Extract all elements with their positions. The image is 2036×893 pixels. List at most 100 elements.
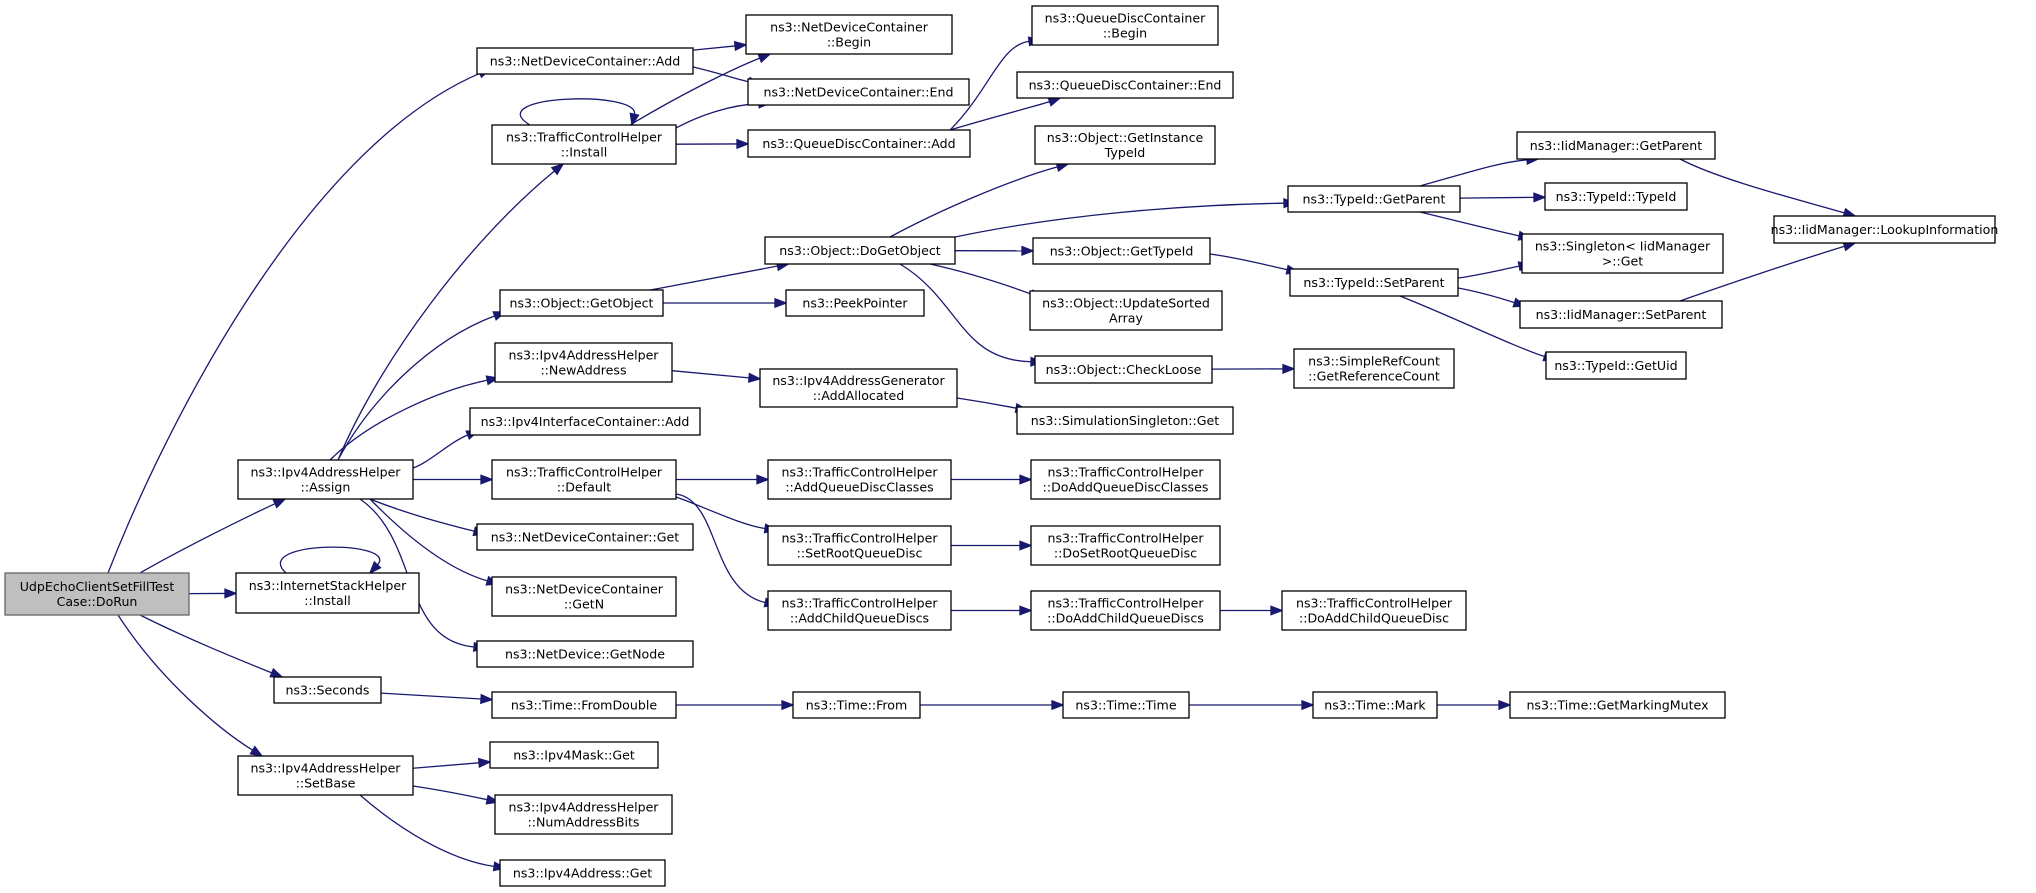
node-box	[785, 289, 925, 317]
node-obj-getobject[interactable]: ns3::Object::GetObject	[499, 289, 664, 317]
node-tch-doaddchildqds[interactable]: ns3::TrafficControlHelper::DoAddChildQue…	[1030, 590, 1221, 631]
node-label: ns3::Object::UpdateSorted	[1042, 296, 1210, 311]
node-seconds[interactable]: ns3::Seconds	[273, 676, 382, 704]
call-edge-ipv4ah_newaddress-to-ipv4ag_addallocated	[671, 370, 762, 383]
node-iid-lookup[interactable]: ns3::IidManager::LookupInformation	[1771, 215, 1999, 244]
node-label: ns3::TrafficControlHelper	[506, 130, 663, 145]
node-src-getrefcount[interactable]: ns3::SimpleRefCount::GetReferenceCount	[1293, 348, 1455, 389]
node-label: ns3::TypeId::SetParent	[1303, 275, 1444, 290]
node-label: ns3::TrafficControlHelper	[1296, 596, 1453, 611]
node-tch-install[interactable]: ns3::TrafficControlHelper::Install	[491, 124, 677, 165]
node-time-getmarkingmutex[interactable]: ns3::Time::GetMarkingMutex	[1509, 691, 1726, 719]
node-obj-dogetobject[interactable]: ns3::Object::DoGetObject	[764, 236, 956, 265]
node-qdc-add[interactable]: ns3::QueueDiscContainer::Add	[747, 129, 971, 158]
node-time-from[interactable]: ns3::Time::From	[792, 691, 921, 719]
node-label: ns3::NetDeviceContainer	[505, 582, 664, 597]
node-box	[1773, 215, 1996, 244]
node-ndc-add[interactable]: ns3::NetDeviceContainer::Add	[476, 47, 694, 75]
node-ndc-end[interactable]: ns3::NetDeviceContainer::End	[747, 78, 970, 106]
edge-line	[337, 170, 555, 461]
call-edge-root-to-seconds	[139, 614, 284, 678]
node-label: ns3::Object::DoGetObject	[779, 243, 940, 258]
node-tch-setrootqd[interactable]: ns3::TrafficControlHelper::SetRootQueueD…	[767, 525, 952, 566]
node-label: ns3::Singleton< IidManager	[1535, 239, 1711, 254]
edge-arrowhead	[1270, 605, 1284, 616]
node-label: ns3::NetDeviceContainer::End	[764, 85, 954, 100]
node-singleton-get[interactable]: ns3::Singleton< IidManager >::Get	[1521, 233, 1724, 274]
node-box	[237, 459, 414, 500]
edge-line	[899, 263, 1032, 363]
node-time-mark[interactable]: ns3::Time::Mark	[1312, 691, 1438, 719]
edge-arrowhead	[1019, 540, 1033, 551]
node-ndc-get[interactable]: ns3::NetDeviceContainer::Get	[476, 523, 694, 551]
node-peekpointer[interactable]: ns3::PeekPointer	[785, 289, 925, 317]
node-ipv4ah-setbase[interactable]: ns3::Ipv4AddressHelper::SetBase	[237, 755, 414, 796]
node-box	[499, 289, 664, 317]
node-tid-getuid[interactable]: ns3::TypeId::GetUid	[1545, 351, 1687, 380]
node-nd-getnode[interactable]: ns3::NetDevice::GetNode	[476, 640, 694, 668]
node-obj-checkloose[interactable]: ns3::Object::CheckLoose	[1034, 355, 1213, 384]
edge-line	[329, 379, 488, 461]
node-ipv4mask-get[interactable]: ns3::Ipv4Mask::Get	[489, 741, 659, 769]
node-tch-doaddchildqd[interactable]: ns3::TrafficControlHelper::DoAddChildQue…	[1281, 590, 1467, 631]
edge-arrowhead	[550, 162, 565, 176]
node-iid-setparent[interactable]: ns3::IidManager::SetParent	[1519, 300, 1723, 329]
node-tch-addchildqds[interactable]: ns3::TrafficControlHelper::AddChildQueue…	[767, 590, 952, 631]
node-label: ns3::IidManager::LookupInformation	[1771, 222, 1999, 237]
edge-line	[412, 785, 488, 801]
node-iid-getparent[interactable]: ns3::IidManager::GetParent	[1516, 131, 1716, 160]
node-simsingleton-get[interactable]: ns3::SimulationSingleton::Get	[1016, 406, 1234, 435]
node-ipv4ah-numaddressbits[interactable]: ns3::Ipv4AddressHelper::NumAddressBits	[494, 794, 673, 835]
call-edge-obj_getobject-to-obj_dogetobject	[650, 261, 791, 291]
edge-arrowhead	[480, 693, 494, 705]
edge-line	[1419, 211, 1520, 237]
node-ipv4addr-get[interactable]: ns3::Ipv4Address::Get	[499, 859, 666, 887]
node-tch-dosetrootqd[interactable]: ns3::TrafficControlHelper::DoSetRootQueu…	[1030, 525, 1221, 566]
function-nodes: UdpEchoClientSetFillTestCase::DoRunns3::…	[4, 5, 1999, 887]
edge-arrowhead	[1282, 363, 1296, 375]
node-box	[4, 572, 190, 616]
node-ndc-getn[interactable]: ns3::NetDeviceContainer::GetN	[491, 576, 677, 617]
edge-arrowhead	[224, 588, 238, 599]
node-tch-default[interactable]: ns3::TrafficControlHelper::Default	[491, 459, 677, 500]
node-tch-addqdclasses[interactable]: ns3::TrafficControlHelper::AddQueueDiscC…	[767, 459, 952, 500]
node-box	[489, 741, 659, 769]
call-edge-ipv4ah_assign-to-ndc_get	[369, 498, 487, 537]
node-ipv4ag-addallocated[interactable]: ns3::Ipv4AddressGenerator::AddAllocated	[759, 368, 958, 408]
node-box	[491, 124, 677, 165]
node-label: ns3::Object::GetTypeId	[1050, 244, 1194, 259]
call-edge-tch_install-to-qdc_add	[675, 138, 750, 150]
node-qdc-begin[interactable]: ns3::QueueDiscContainer::Begin	[1031, 5, 1219, 46]
node-qdc-end[interactable]: ns3::QueueDiscContainer::End	[1016, 71, 1234, 99]
node-time-fromdouble[interactable]: ns3::Time::FromDouble	[491, 691, 677, 719]
call-edge-obj_dogetobject-to-obj_getinstance	[889, 162, 1070, 238]
call-edge-tch_addqdclasses-to-tch_doaddqdclasses	[951, 474, 1033, 485]
node-ndc-begin[interactable]: ns3::NetDeviceContainer::Begin	[745, 14, 953, 55]
node-ipv4ah-newaddress[interactable]: ns3::Ipv4AddressHelper::NewAddress	[494, 342, 673, 383]
node-label: ns3::TypeId::GetParent	[1303, 192, 1446, 207]
node-box	[747, 78, 970, 106]
node-box	[792, 691, 921, 719]
edge-arrowhead	[1021, 245, 1035, 256]
node-tid-setparent[interactable]: ns3::TypeId::SetParent	[1289, 268, 1459, 297]
edge-arrowhead	[1019, 474, 1033, 485]
edge-arrowhead	[757, 53, 772, 64]
node-ipv4ic-add[interactable]: ns3::Ipv4InterfaceContainer::Add	[469, 407, 701, 436]
node-label: Array	[1109, 311, 1143, 326]
node-time-time[interactable]: ns3::Time::Time	[1062, 691, 1190, 719]
node-tid-typeid[interactable]: ns3::TypeId::TypeId	[1544, 182, 1688, 211]
node-ish-install[interactable]: ns3::InternetStackHelper::Install	[235, 572, 420, 614]
node-tid-getparent[interactable]: ns3::TypeId::GetParent	[1287, 185, 1461, 213]
call-edge-obj_dogetobject-to-obj_gettypeid	[954, 245, 1035, 256]
node-obj-gettypeid[interactable]: ns3::Object::GetTypeId	[1032, 237, 1211, 265]
node-tch-doaddqdclasses[interactable]: ns3::TrafficControlHelper::DoAddQueueDis…	[1030, 459, 1221, 500]
node-label: ::GetN	[564, 597, 604, 612]
node-box	[476, 47, 694, 75]
call-edge-tch_setrootqd-to-tch_dosetrootqd	[951, 540, 1033, 551]
edge-line	[675, 102, 760, 129]
node-ipv4ah-assign[interactable]: ns3::Ipv4AddressHelper::Assign	[237, 459, 414, 500]
node-label: ::Default	[557, 480, 612, 495]
